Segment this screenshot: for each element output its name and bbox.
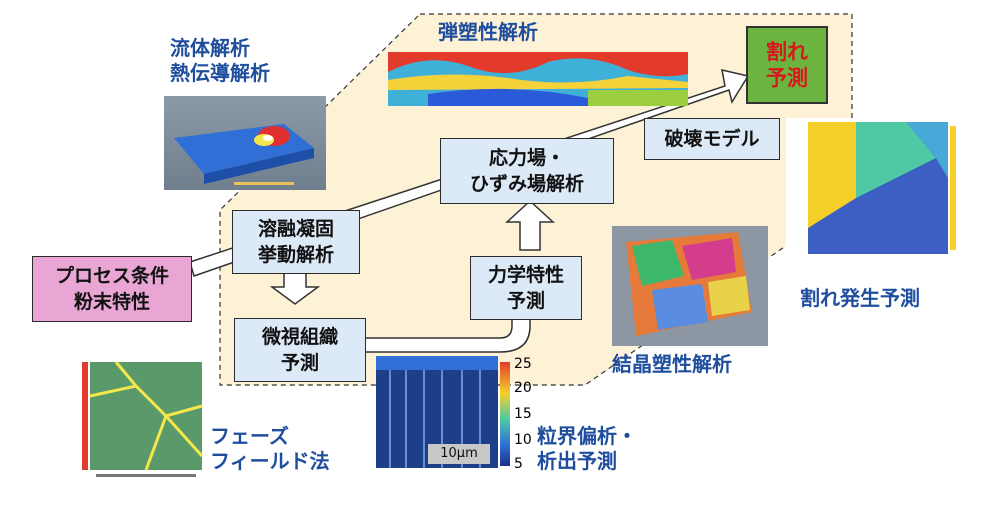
- elastoplastic-analysis-label: 弾塑性解析: [438, 20, 538, 44]
- crack-prediction-box: 割れ 予測: [746, 26, 828, 104]
- crack-occurrence-map: [786, 118, 964, 274]
- crystal-plasticity-label: 結晶塑性解析: [612, 352, 732, 376]
- process-conditions-box: プロセス条件 粉末特性: [32, 256, 192, 322]
- fluid-analysis-label: 流体解析 熱伝導解析: [170, 36, 270, 85]
- scale-bar-label: 10μm: [428, 444, 490, 464]
- fluid-simulation-image: [164, 96, 326, 190]
- stress-strain-box: 応力場・ ひずみ場解析: [440, 138, 614, 204]
- colorbar-tick-25: 25: [514, 356, 532, 372]
- colorbar-tick-10: 10: [514, 432, 532, 448]
- mechanical-props-box: 力学特性 予測: [470, 256, 582, 320]
- segregation-image: 10μm: [376, 356, 498, 468]
- fracture-model-box: 破壊モデル: [644, 118, 780, 160]
- melt-solidify-box: 溶融凝固 挙動解析: [232, 210, 360, 274]
- phase-field-label: フェーズ フィールド法: [210, 424, 330, 473]
- microstructure-box: 微視組織 予測: [234, 318, 366, 382]
- phase-field-image: [76, 356, 210, 482]
- colorbar-tick-15: 15: [514, 406, 532, 422]
- colorbar-tick-5: 5: [514, 456, 523, 472]
- crack-occurrence-label: 割れ発生予測: [800, 286, 920, 310]
- colorbar-tick-20: 20: [514, 380, 532, 396]
- segregation-label: 粒界偏析・ 析出予測: [537, 424, 637, 473]
- elastoplastic-simulation-image: [388, 52, 688, 106]
- colorbar: [500, 362, 510, 466]
- crystal-plasticity-image: [612, 226, 768, 346]
